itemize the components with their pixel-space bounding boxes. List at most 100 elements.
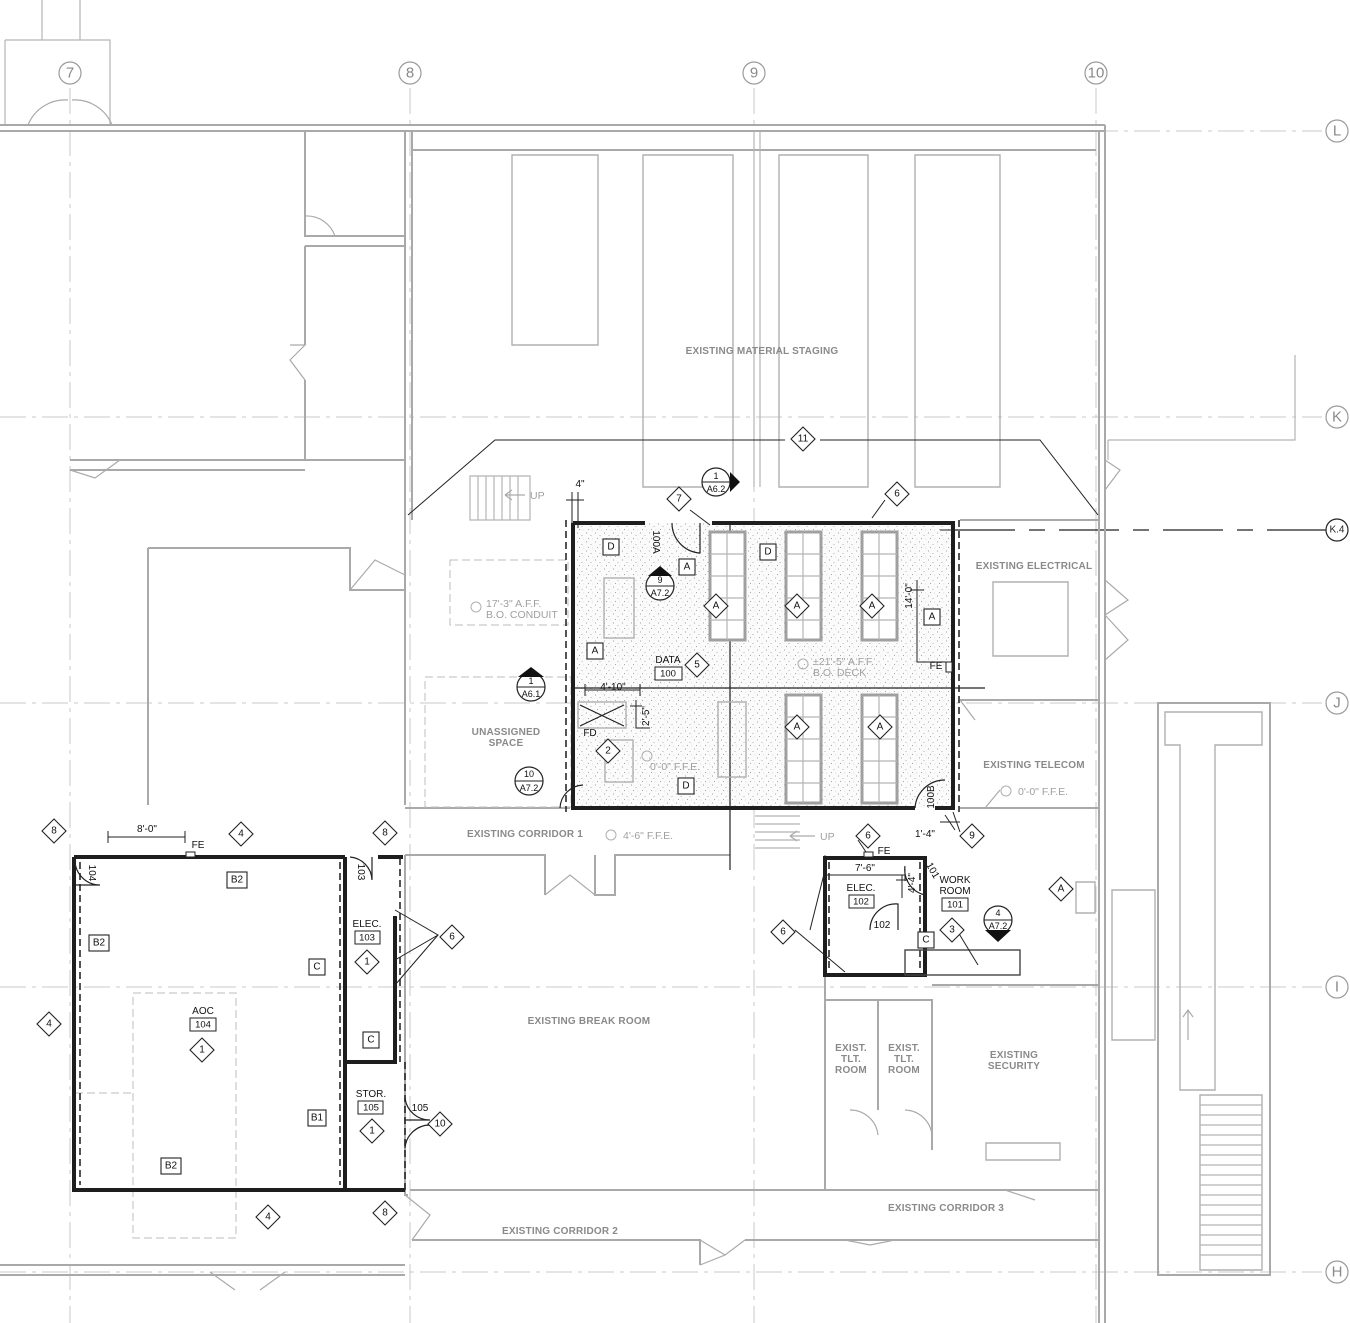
svg-text:B2: B2: [231, 875, 244, 886]
label-tlt-b-1: EXIST.: [888, 1043, 920, 1054]
label-fe-aoc: FE: [192, 840, 205, 851]
grid-bubble-9: 9: [742, 61, 766, 85]
wall-type-d-3: D: [677, 777, 695, 795]
rack-type-a-2: A: [784, 593, 810, 619]
rack-type-a-5: A: [867, 714, 893, 740]
wall-type-a-3: A: [923, 608, 941, 626]
svg-text:4: 4: [46, 1019, 52, 1030]
section-mark-1-a61: 1 A6.1: [516, 667, 546, 702]
label-existing-electrical: EXISTING ELECTRICAL: [976, 561, 1093, 572]
grid-bubble-10: 10: [1084, 61, 1108, 85]
keynote-8-south: 8: [372, 1200, 398, 1226]
dim-2ft5: 2'-5": [641, 706, 652, 726]
svg-text:A: A: [929, 612, 936, 623]
svg-text:9: 9: [969, 831, 975, 842]
label-fd: FD: [583, 728, 596, 739]
wall-type-d-2: D: [759, 543, 777, 561]
grid-bubble-K: K: [1325, 405, 1349, 429]
svg-text:K: K: [1332, 409, 1342, 426]
svg-text:103: 103: [359, 933, 375, 944]
svg-text:I: I: [1335, 979, 1339, 996]
keynote-4-west: 4: [36, 1011, 62, 1037]
grid-lines: [0, 88, 1322, 1323]
keynote-5: 5: [684, 652, 710, 678]
label-tlt-a-2: TLT.: [841, 1054, 861, 1065]
svg-text:11: 11: [798, 434, 809, 445]
section-mark-9-a72: 9 A7.2: [645, 566, 675, 601]
wall-type-b2-3: B2: [160, 1157, 182, 1175]
room-name-aoc: AOC: [192, 1006, 214, 1017]
keynote-9-leader: [952, 811, 961, 833]
svg-text:C: C: [367, 1035, 374, 1046]
room-name-stor: STOR.: [356, 1089, 386, 1100]
grid-bubble-K4: K.4: [1325, 518, 1349, 542]
label-existing-corridor-2: EXISTING CORRIDOR 2: [502, 1226, 618, 1237]
existing-doors: [27, 99, 1129, 1291]
dim-7ft6: 7'-6": [855, 863, 875, 874]
label-tlt-b-3: ROOM: [888, 1065, 920, 1076]
wall-type-b2-1: B2: [226, 871, 248, 889]
svg-text:A7.2: A7.2: [989, 921, 1008, 931]
svg-text:A7.2: A7.2: [651, 588, 670, 598]
svg-text:6: 6: [449, 932, 455, 943]
svg-text:8: 8: [382, 1208, 388, 1219]
aoc-block: [72, 855, 431, 1192]
elev-ffe-corridor: 4'-6" F.F.E.: [623, 830, 673, 842]
keynote-6-elec102: 6: [770, 919, 796, 945]
label-tlt-a-3: ROOM: [835, 1065, 867, 1076]
rack-type-a-1: A: [703, 593, 729, 619]
existing-walls: [0, 0, 1296, 1323]
grid-bubble-8: 8: [398, 61, 422, 85]
svg-text:104: 104: [195, 1020, 211, 1031]
grid-bubble-7: 7: [58, 61, 82, 85]
svg-text:D: D: [607, 542, 614, 553]
svg-text:A7.2: A7.2: [520, 783, 539, 793]
door-100-corridor-swing: [559, 784, 584, 809]
svg-text:10: 10: [434, 1119, 446, 1130]
svg-text:A: A: [713, 601, 720, 612]
label-existing-corridor-1: EXISTING CORRIDOR 1: [467, 829, 583, 840]
svg-text:6: 6: [865, 831, 871, 842]
fe-cabinet-aoc: [185, 851, 196, 858]
keynote-11-leader: [407, 439, 1099, 516]
section-mark-1-a62: 1 A6.2: [701, 467, 740, 497]
keynote-2: 2: [595, 738, 621, 764]
wall-type-b1: B1: [307, 1109, 327, 1127]
keynote-11: 11: [790, 426, 816, 452]
rack-type-a-3: A: [859, 593, 885, 619]
svg-text:102: 102: [853, 897, 869, 908]
svg-text:H: H: [1332, 1264, 1343, 1281]
label-existing-telecom: EXISTING TELECOM: [983, 760, 1085, 771]
keynote-6-corridor: 6: [855, 823, 881, 849]
svg-text:C: C: [313, 962, 320, 973]
svg-text:105: 105: [363, 1103, 379, 1114]
svg-text:D: D: [682, 781, 689, 792]
keynote-3-leader: [957, 931, 979, 966]
svg-text:100: 100: [660, 669, 676, 680]
dimensions: [107, 492, 960, 898]
svg-text:A: A: [1058, 884, 1065, 895]
wall-type-b2-2: B2: [88, 934, 110, 952]
room-number-100: 100: [654, 666, 683, 681]
section-mark-10-a72: 10 A7.2: [514, 766, 544, 796]
elevation-notes: 17'-3" A.F.F. B.O. CONDUIT ±21'-5" A.F.F…: [470, 598, 1068, 842]
fe-cabinet-data: [945, 661, 953, 673]
svg-text:4: 4: [995, 908, 1000, 918]
svg-text:4: 4: [265, 1212, 271, 1223]
door-tag-100b: 100B: [926, 785, 937, 809]
label-existing-material-staging: EXISTING MATERIAL STAGING: [686, 346, 839, 357]
svg-text:A: A: [794, 601, 801, 612]
label-space: SPACE: [489, 738, 524, 749]
dim-4ft4: 4'-4": [907, 873, 918, 893]
label-tlt-b-2: TLT.: [894, 1054, 914, 1065]
svg-text:6: 6: [894, 489, 900, 500]
keynote-6-west: 6: [439, 924, 465, 950]
label-existing-security-2: SECURITY: [988, 1061, 1040, 1072]
svg-text:A6.2: A6.2: [707, 484, 726, 494]
wall-type-a-2: A: [586, 642, 604, 660]
dim-8ft: 8'-0": [137, 824, 157, 835]
grid-bubble-L: L: [1325, 119, 1349, 143]
keynote-4-south: 4: [255, 1204, 281, 1230]
svg-text:B2: B2: [165, 1161, 178, 1172]
svg-text:4: 4: [238, 829, 244, 840]
